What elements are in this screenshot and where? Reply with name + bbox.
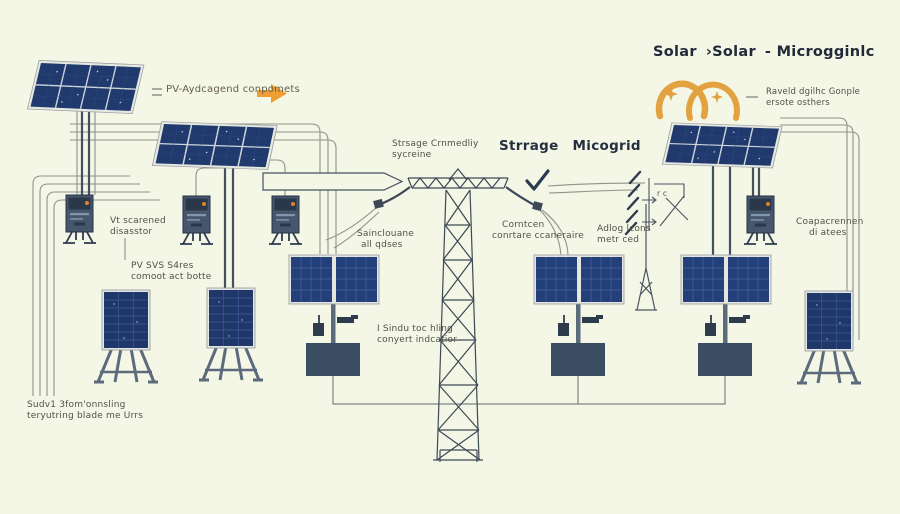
ground-array-2 bbox=[533, 254, 625, 377]
inverter-1 bbox=[62, 194, 97, 244]
relay-schematic bbox=[642, 178, 689, 230]
equals-ticks bbox=[152, 88, 162, 96]
outline-arrow-icon bbox=[262, 172, 404, 191]
sparkle-icon bbox=[711, 91, 723, 103]
mini-mast bbox=[635, 204, 657, 311]
portrait-panel-3 bbox=[795, 289, 863, 385]
sparkle-icon bbox=[664, 87, 678, 101]
tilted-solar-panel-3 bbox=[661, 122, 783, 169]
solar-arcs-icon bbox=[655, 80, 758, 121]
bus-line bbox=[332, 375, 726, 405]
tilted-solar-panel-2 bbox=[151, 120, 278, 171]
tilted-solar-panel-1 bbox=[26, 59, 145, 115]
transmission-tower bbox=[407, 168, 509, 462]
orange-arrow-icon bbox=[257, 84, 287, 103]
checkmark-icon bbox=[525, 169, 550, 191]
tower-cables bbox=[373, 186, 543, 212]
support-posts bbox=[80, 106, 761, 292]
wiring-thin bbox=[32, 108, 860, 396]
inverter-2 bbox=[179, 195, 214, 245]
cable-connector-right bbox=[532, 201, 543, 212]
portrait-panel-2 bbox=[197, 286, 265, 382]
ground-array-1 bbox=[288, 254, 380, 377]
portrait-panel-1 bbox=[92, 288, 160, 384]
hash-marks bbox=[624, 170, 642, 236]
inverter-3 bbox=[268, 195, 303, 245]
cable-connector-left bbox=[373, 198, 384, 209]
ground-array-3 bbox=[680, 254, 772, 377]
inverter-4 bbox=[743, 195, 778, 245]
